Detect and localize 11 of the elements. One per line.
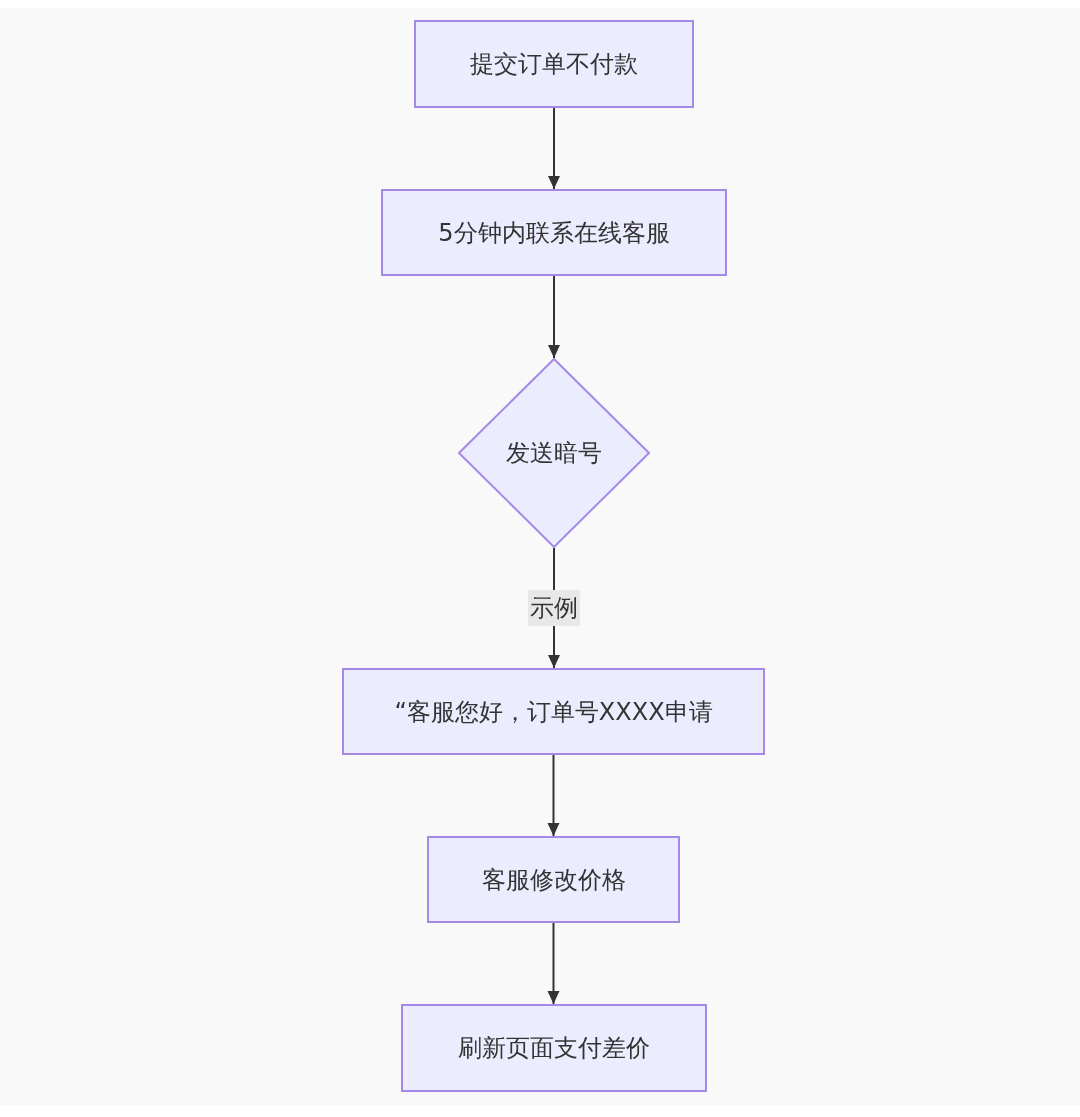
process-box: 客服修改价格 bbox=[427, 836, 680, 923]
arrow bbox=[547, 754, 560, 837]
edge-label: 示例 bbox=[528, 590, 580, 626]
process-box: 刷新页面支付差价 bbox=[401, 1004, 707, 1092]
process-box: 5分钟内联系在线客服 bbox=[381, 189, 727, 276]
process-box: “客服您好，订单号XXXX申请 bbox=[342, 668, 765, 755]
arrow bbox=[547, 922, 560, 1005]
process-box: 提交订单不付款 bbox=[414, 20, 694, 108]
arrow bbox=[548, 107, 560, 190]
decision-diamond: 发送暗号 bbox=[458, 358, 650, 548]
arrow bbox=[548, 275, 560, 359]
